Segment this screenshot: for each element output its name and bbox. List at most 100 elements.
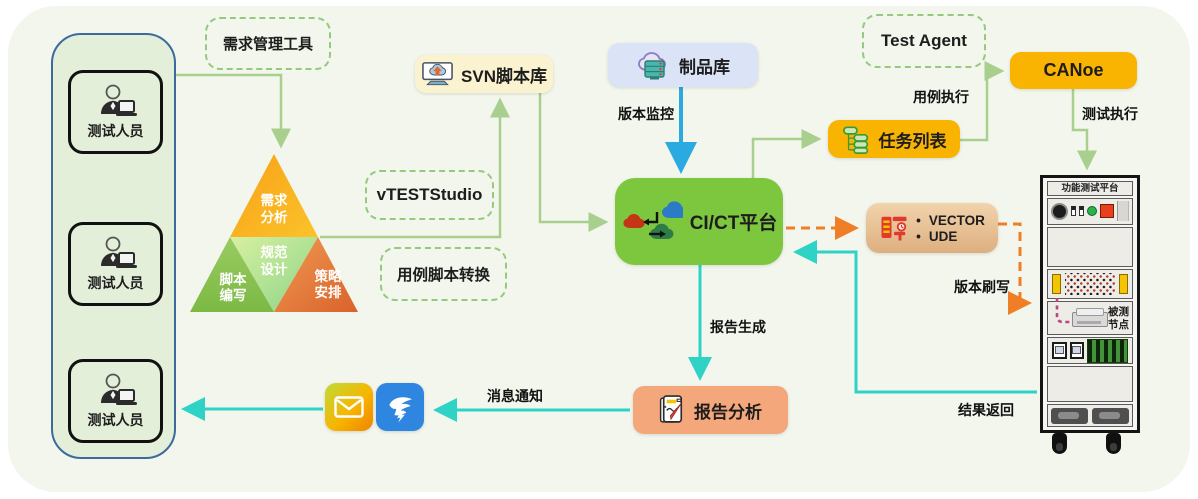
pyramid-script-line1: 脚本 — [220, 271, 247, 287]
rack-gauge — [1052, 342, 1067, 360]
vteststudio-label: vTESTStudio — [376, 185, 483, 204]
rack-title: 功能测试平台 — [1047, 181, 1133, 196]
task-list-node: 任务列表 — [828, 120, 960, 158]
rack-control-panel — [1047, 198, 1133, 225]
tester-box-1: 测试人员 — [68, 70, 163, 154]
cict-platform-label: CI/CT平台 — [689, 213, 778, 234]
svn-repo-node: SVN脚本库 — [415, 55, 553, 93]
bullet: • — [916, 228, 921, 244]
rack-power-unit — [1092, 407, 1129, 424]
rack-card-cage-bottom — [1047, 365, 1133, 403]
report-notebook-icon — [659, 395, 683, 423]
rack-patch-panel — [1047, 268, 1133, 300]
rack-card-cage-top — [1047, 226, 1133, 267]
toolkit-icon — [881, 216, 907, 241]
svn-cloud-upload-icon — [422, 61, 453, 85]
edge-label-result-return: 结果返回 — [958, 402, 1014, 418]
tester-box-2: 测试人员 — [68, 222, 163, 306]
rack-switch — [1071, 206, 1076, 217]
edge-rack-to-cict-result — [793, 240, 1037, 394]
edge-cict-to-tasklist — [751, 129, 822, 178]
canoe-label: CANoe — [1043, 60, 1104, 80]
vector-ude-list: • VECTOR • UDE — [916, 213, 985, 244]
rack-wheel-right — [1106, 433, 1121, 454]
svn-repo-label: SVN脚本库 — [461, 66, 547, 86]
dut-device — [1072, 308, 1108, 328]
edge-canoe-to-rack — [1071, 89, 1097, 171]
pyramid-strategy-line1: 策略 — [315, 268, 342, 284]
dingtalk-icon — [376, 383, 424, 431]
rack-yellow-connector-right — [1119, 273, 1128, 294]
person-laptop-icon — [100, 236, 137, 268]
pyramid-spec-line1: 规范 — [261, 244, 288, 260]
artifact-repo-node: 制品库 — [608, 43, 758, 87]
artifact-repo-label: 制品库 — [679, 57, 730, 77]
artifact-cloud-server-icon — [638, 51, 666, 79]
edge-label-version-flash: 版本刷写 — [954, 279, 1010, 295]
pyramid-spec-line2: 设计 — [261, 261, 288, 277]
rack-power-unit — [1051, 407, 1088, 424]
mail-icon — [325, 383, 373, 431]
edge-pyramid-to-svn — [320, 97, 510, 239]
pyramid-req-line2: 分析 — [261, 209, 288, 225]
tester-box-3: 测试人员 — [68, 359, 163, 443]
tester-label: 测试人员 — [87, 122, 144, 139]
pyramid-req-analysis — [230, 154, 318, 237]
case-script-convert-label: 用例脚本转换 — [396, 267, 490, 284]
dut-label-line2: 节点 — [1108, 319, 1129, 332]
rack-dut-module: 被测 节点 — [1047, 298, 1133, 336]
rack-switch — [1079, 206, 1084, 217]
person-laptop-icon — [100, 84, 137, 116]
edge-actors-to-pyramid — [172, 73, 291, 149]
testers-panel: 测试人员 测试人员 测试人员 — [51, 33, 176, 459]
dut-label: 被测 节点 — [1108, 306, 1129, 332]
vector-item: • VECTOR — [916, 213, 985, 228]
rack-knob — [1051, 202, 1068, 220]
tester-label: 测试人员 — [87, 274, 144, 291]
task-list-label: 任务列表 — [878, 131, 947, 151]
pyramid-strategy-plan — [274, 237, 358, 312]
rack-pcb-board — [1087, 338, 1128, 363]
dingtalk-wing-glyph — [389, 397, 413, 423]
dut-label-line1: 被测 — [1108, 306, 1129, 319]
rack-empty-slots — [1117, 201, 1129, 222]
rack-pin-matrix — [1065, 272, 1115, 295]
ude-item: • UDE — [916, 229, 985, 244]
requirements-tool-box: 需求管理工具 — [205, 17, 331, 70]
function-test-rack: 功能测试平台 被测 节点 — [1040, 175, 1140, 433]
rack-power-units — [1047, 404, 1133, 427]
edge-svn-to-cict — [538, 93, 609, 232]
case-script-convert-box: 用例脚本转换 — [380, 247, 507, 301]
vteststudio-box: vTESTStudio — [365, 170, 494, 220]
edge-label-test-exec: 测试执行 — [1082, 106, 1138, 122]
report-analysis-node: 报告分析 — [633, 386, 788, 434]
edge-label-case-exec: 用例执行 — [913, 89, 969, 105]
vector-ude-node: • VECTOR • UDE — [866, 203, 998, 253]
rack-instrument-panel — [1047, 337, 1133, 364]
edge-tasklist-to-canoe — [960, 61, 1005, 142]
rack-yellow-connector-left — [1052, 273, 1061, 294]
task-tree-icon — [842, 125, 868, 154]
requirements-tool-label: 需求管理工具 — [222, 36, 313, 53]
pyramid-script-line2: 编写 — [220, 287, 247, 303]
pyramid-spec-design — [230, 237, 318, 312]
rack-gauge — [1069, 342, 1085, 360]
dut-dashed-link — [1055, 298, 1073, 324]
pyramid-strategy-line2: 安排 — [315, 284, 342, 300]
edge-vectorude-to-rack — [998, 222, 1032, 315]
rack-green-button — [1087, 206, 1097, 217]
vector-label: VECTOR — [928, 212, 985, 228]
rack-estop-button — [1100, 204, 1114, 219]
cict-platform-node: CI/CT平台 — [615, 178, 783, 265]
edge-label-version-monitor: 版本监控 — [618, 106, 674, 122]
canoe-node: CANoe — [1010, 52, 1137, 89]
pyramid-req-line1: 需求 — [261, 192, 288, 208]
rack-wheel-left — [1052, 433, 1067, 454]
bullet: • — [916, 212, 921, 228]
test-agent-label: Test Agent — [881, 31, 967, 50]
envelope-glyph — [334, 396, 364, 418]
person-laptop-icon — [100, 373, 137, 405]
test-agent-box: Test Agent — [862, 14, 986, 68]
